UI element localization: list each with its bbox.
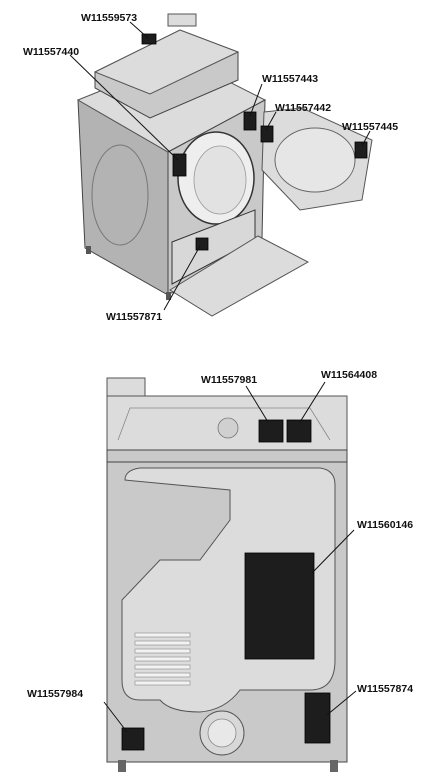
leader-rear-bottom-left (103, 701, 128, 733)
vent-slot (134, 656, 191, 662)
vent-slot (134, 680, 191, 686)
leader-rear-upper-right (299, 381, 326, 423)
leader-door-outer (361, 130, 371, 147)
leader-top-panel (129, 21, 149, 39)
label-rear-center: W11560146 (357, 519, 413, 531)
rear-foot-left (118, 760, 126, 772)
dryer-front-view: W11559573 W11557440 W11557443 W11557442 … (23, 12, 398, 323)
vent-slots (134, 632, 191, 686)
decal-door-outer (354, 141, 368, 159)
label-rear-bottom-right: W11557874 (357, 683, 413, 695)
decal-rear-bottom-left (121, 727, 145, 751)
label-rear-upper-right: W11564408 (321, 369, 377, 381)
rear-transition-band (106, 449, 348, 463)
vent-slot (134, 640, 191, 646)
side-panel-embossing (91, 144, 149, 246)
foot-left (86, 246, 91, 254)
door-window (274, 127, 356, 193)
label-door-opening: W11557443 (262, 73, 318, 85)
leader-left-corner (69, 54, 179, 161)
rear-foot-right (330, 760, 338, 772)
label-door-outer: W11557445 (342, 121, 398, 133)
exhaust-inner (207, 718, 237, 748)
bulkhead-edge (117, 407, 331, 441)
decal-rear-bottom-right (304, 692, 331, 744)
lower-access-panel (169, 235, 310, 317)
label-left-corner: W11557440 (23, 46, 79, 58)
vent-slot (134, 664, 191, 670)
vent-slot (134, 632, 191, 638)
console-connector (167, 13, 197, 27)
leader-rear-upper-left (245, 385, 269, 423)
leader-door-opening (249, 83, 263, 117)
vent-slot (134, 672, 191, 678)
bulkhead-port (217, 417, 239, 439)
label-rear-bottom-left: W11557984 (27, 688, 83, 700)
decal-rear-upper-right (286, 419, 312, 443)
vent-slot (134, 648, 191, 654)
decal-rear-upper-left (258, 419, 284, 443)
decal-lower-access (195, 237, 209, 251)
decal-left-corner (172, 153, 187, 177)
decal-door-opening (243, 111, 257, 131)
rear-top-stub (106, 377, 146, 399)
leader-door-upper (265, 111, 277, 131)
leader-lower-access (163, 245, 201, 311)
label-lower-access: W11557871 (106, 311, 162, 323)
label-rear-upper-left: W11557981 (201, 374, 257, 386)
decal-door-upper (260, 125, 274, 143)
leader-rear-bottom-right (326, 690, 357, 716)
foot-front (166, 292, 171, 300)
label-door-upper: W11557442 (275, 102, 331, 114)
dryer-rear-view: W11557981 W11564408 W11560146 W11557984 … (27, 369, 413, 772)
decal-top-panel (141, 33, 157, 45)
label-top-panel: W11559573 (81, 12, 137, 24)
leader-rear-center (311, 529, 355, 574)
drum-interior (193, 145, 247, 215)
decal-rear-center (244, 552, 315, 660)
